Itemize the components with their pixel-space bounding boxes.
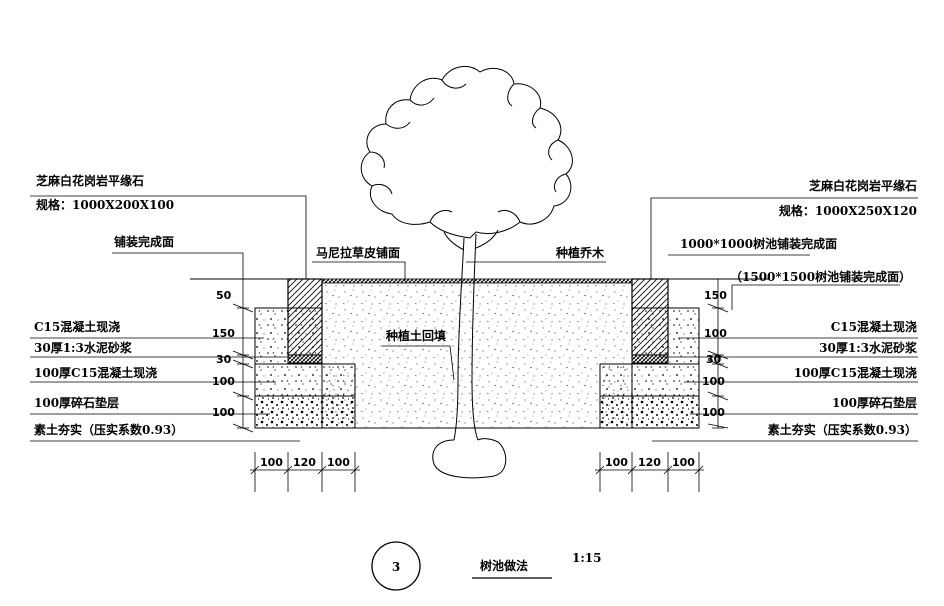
right-granite-curb xyxy=(631,278,669,356)
tree-label: 种植乔木 xyxy=(555,245,605,260)
right-curb-spec: 规格：1000X250X120 xyxy=(779,203,917,218)
right-bottom-dim-1: 100 xyxy=(605,456,628,469)
right-dim-150: 150 xyxy=(704,289,727,302)
right-pit-finish: 1000*1000树池铺装完成面 xyxy=(680,236,837,251)
detail-number: 3 xyxy=(392,560,400,574)
backfill-label: 种植土回填 xyxy=(385,328,446,343)
tree-crown-outline xyxy=(360,65,573,239)
left-gravel-layer xyxy=(254,395,356,429)
left-bottom-dim-2: 120 xyxy=(293,456,316,469)
planting-soil-backfill xyxy=(321,281,633,429)
right-dim-30: 30 xyxy=(706,353,722,366)
tree-root-ball xyxy=(432,438,507,479)
left-mortar-bed xyxy=(287,354,323,364)
left-soil-label: 素土夯实（压实系数0.93） xyxy=(34,422,183,437)
left-c15-cast-label: C15混凝土现浇 xyxy=(34,319,120,334)
tree-drawing xyxy=(360,65,573,479)
grass-surface-label: 马尼拉草皮铺面 xyxy=(316,245,400,260)
detail-title: 树池做法 xyxy=(480,558,528,573)
right-leader-lines xyxy=(650,197,918,442)
right-c15-cushion-layer xyxy=(599,363,700,397)
left-dim-50: 50 xyxy=(216,289,232,302)
detail-scale: 1:15 xyxy=(572,551,601,565)
left-bottom-dimension xyxy=(250,452,360,492)
detail-number-circle xyxy=(371,541,421,591)
left-curb-spec: 规格：1000X200X100 xyxy=(36,197,174,212)
right-curb-name: 芝麻白花岗岩平缘石 xyxy=(809,178,917,193)
left-gravel-label: 100厚碎石垫层 xyxy=(34,395,119,410)
left-bottom-dim-3: 100 xyxy=(327,456,350,469)
left-dim-150: 150 xyxy=(212,327,235,340)
tree-trunk xyxy=(453,237,465,441)
right-dim-100b: 100 xyxy=(702,375,725,388)
left-dim-30: 30 xyxy=(216,353,232,366)
right-gravel-layer xyxy=(599,395,700,429)
grass-surface-layer xyxy=(321,278,633,284)
right-mortar-label: 30厚1:3水泥砂浆 xyxy=(819,340,918,355)
left-c15-cushion-label: 100厚C15混凝土现浇 xyxy=(34,365,157,380)
right-dim-100c: 100 xyxy=(702,406,725,419)
left-dim-100a: 100 xyxy=(212,375,235,388)
left-dim-100b: 100 xyxy=(212,406,235,419)
right-c15-cushion-label: 100厚C15混凝土现浇 xyxy=(794,365,917,380)
right-gravel-label: 100厚碎石垫层 xyxy=(832,395,917,410)
right-bottom-dim-3: 100 xyxy=(672,456,695,469)
left-curb-name: 芝麻白花岗岩平缘石 xyxy=(36,173,144,188)
left-bottom-dim-1: 100 xyxy=(260,456,283,469)
center-leader-lines xyxy=(312,261,606,381)
left-c15-cushion-layer xyxy=(254,363,356,397)
right-bottom-dimension xyxy=(595,452,704,492)
right-c15-cast-label: C15混凝土现浇 xyxy=(831,319,917,334)
left-paving-finish: 铺装完成面 xyxy=(114,234,174,249)
left-leader-lines xyxy=(30,195,307,442)
left-mortar-label: 30厚1:3水泥砂浆 xyxy=(34,340,133,355)
right-pit-finish-alt: （1500*1500树池铺装完成面） xyxy=(730,269,911,284)
right-bottom-dim-2: 120 xyxy=(638,456,661,469)
right-mortar-bed xyxy=(631,354,669,364)
right-dim-100a: 100 xyxy=(704,327,727,340)
right-soil-label: 素土夯实（压实系数0.93） xyxy=(768,422,917,437)
left-granite-curb xyxy=(287,278,323,356)
